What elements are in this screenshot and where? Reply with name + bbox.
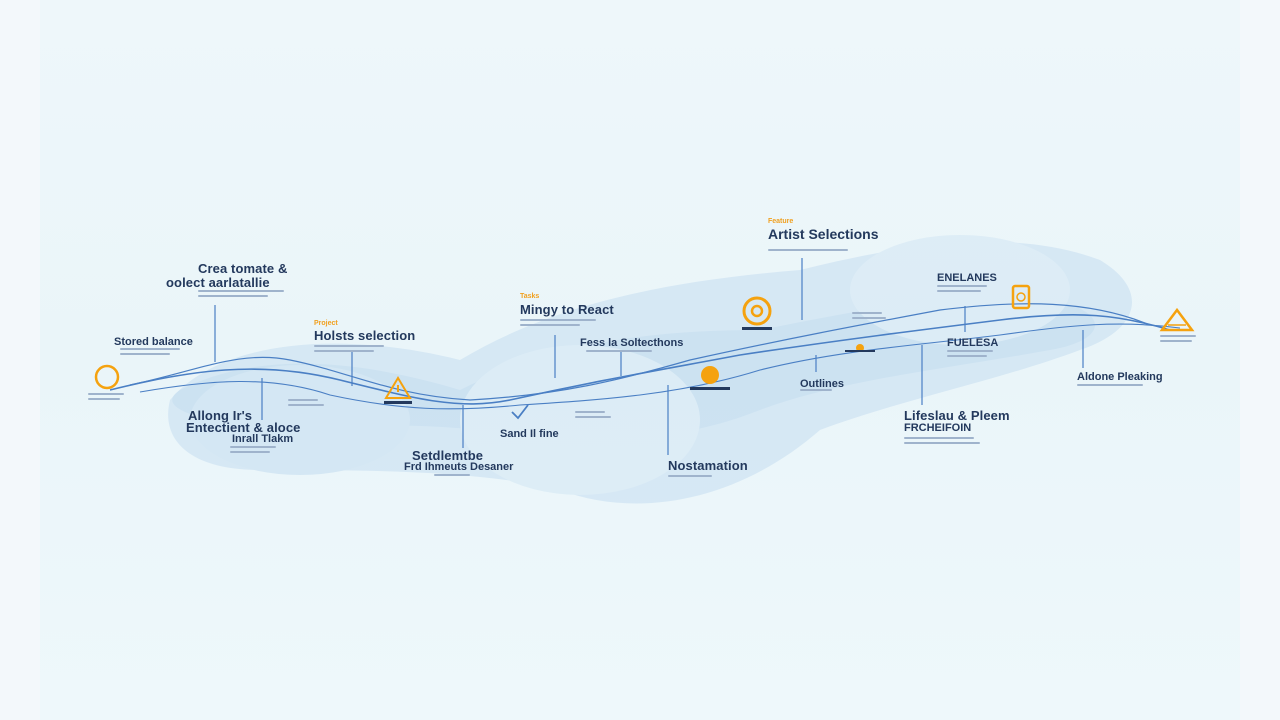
settlements-sub: Frd Ihmeuts Desaner <box>404 461 514 473</box>
fueleas-title: FUELESA <box>947 337 999 349</box>
document-icon <box>1011 284 1031 310</box>
settlements-title: Setdlemtbe <box>412 448 484 463</box>
outlines-desc <box>800 386 840 391</box>
create-tomate-title-line2: oolect aarlatallie <box>166 275 270 290</box>
along-hr-title-line2: Entectient & aloce <box>186 420 301 435</box>
lifestyle-pleem-title-line2: FRCHEIFOIN <box>904 422 972 434</box>
flow-line-lower <box>139 323 1181 410</box>
start-caption <box>88 390 128 400</box>
feas-collections-title: Fess la Soltecthons <box>580 337 684 349</box>
holsts-selection-tag: Project <box>314 320 338 327</box>
band-caption-3 <box>852 309 892 319</box>
artist-selections-desc <box>768 246 858 251</box>
outlines-label: Outlines <box>800 378 845 390</box>
lifestyle-pleem-title-line1: Lifeslau & Pleem <box>904 408 1010 423</box>
end-caption <box>1160 332 1200 342</box>
sample-dune-title: Sand Il fine <box>500 428 559 440</box>
warning-triangle-end-icon <box>1159 307 1195 332</box>
mingly-to-react-desc <box>520 316 600 326</box>
stored-balance-title: Stored balance <box>114 336 193 348</box>
holsts-selection-desc <box>314 342 394 352</box>
band-caption-1 <box>288 396 328 406</box>
create-tomate-desc <box>198 287 288 297</box>
settlements-desc <box>434 471 474 476</box>
artist-selections-title: Artist Selections <box>768 226 879 242</box>
flow-diagram <box>94 235 1195 504</box>
target-icon <box>742 296 772 330</box>
band-caption-2 <box>575 408 615 418</box>
mingly-to-react-title: Mingy to React <box>520 302 614 317</box>
notamation-title: Nostamation <box>668 458 748 473</box>
sun-icon <box>690 366 730 390</box>
outlines-title: Outlines <box>800 374 844 392</box>
engines-desc <box>937 282 997 292</box>
flow-lines <box>109 303 1181 410</box>
along-hr-desc <box>230 443 280 453</box>
engines-title: ENELANES <box>937 272 997 284</box>
flow-line-upper <box>129 303 1151 401</box>
airline-pleasing-title: Aldone Pleaking <box>1077 371 1163 383</box>
fueleas-desc <box>947 347 997 357</box>
along-hr-sub: Inrall Tlakm <box>232 433 294 445</box>
connector-lines <box>214 258 1084 455</box>
notamation-desc <box>668 472 718 477</box>
airline-pleasing-desc <box>1077 381 1147 386</box>
mingly-to-react-tag: Tasks <box>520 293 540 300</box>
check-icon <box>511 404 529 420</box>
artist-selections-tag: Feature <box>768 218 794 225</box>
circle-start-icon <box>94 364 120 390</box>
warning-triangle-icon <box>384 376 412 404</box>
diagram-canvas: Feature Artist Selections Crea tomate & … <box>40 0 1240 720</box>
create-tomate-title-line1: Crea tomate & <box>198 261 288 276</box>
stored-balance-desc <box>120 345 190 355</box>
along-hr-title-line1: Allong Ir's <box>188 408 253 423</box>
holsts-selection-title: Holsts selection <box>314 328 416 343</box>
lifestyle-pleem-desc <box>904 434 984 444</box>
diamond-marker-icon <box>845 344 875 352</box>
feas-collections-desc <box>586 347 656 352</box>
